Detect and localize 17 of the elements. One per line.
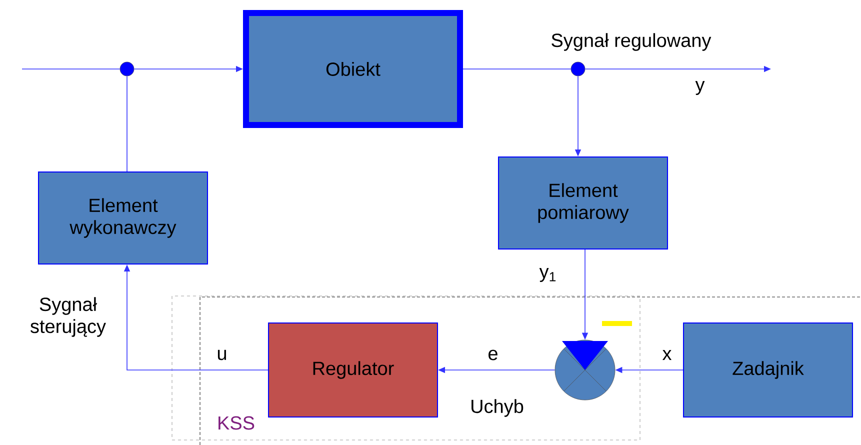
junction-dot bbox=[570, 62, 586, 76]
object-box: Obiekt bbox=[243, 10, 463, 128]
label: Uchyb bbox=[472, 399, 524, 417]
label: Sygnał regulowany bbox=[552, 33, 712, 51]
process-box: Zadajnik bbox=[683, 322, 853, 418]
edge-label: x bbox=[662, 350, 672, 360]
summing-junction bbox=[554, 340, 616, 400]
edge-label: y$_{1}$ bbox=[539, 268, 556, 282]
label: y bbox=[695, 81, 705, 95]
label: KSS bbox=[218, 416, 254, 430]
junction-dot bbox=[120, 62, 134, 76]
edge-label: u bbox=[218, 350, 226, 360]
process-box: Regulator bbox=[268, 322, 438, 418]
label: Sygnał sterujący bbox=[30, 297, 106, 337]
process-box: Element pomiarowy bbox=[498, 156, 668, 250]
edge-label: e bbox=[488, 350, 498, 360]
process-box: Element wykonawczy bbox=[38, 172, 208, 264]
